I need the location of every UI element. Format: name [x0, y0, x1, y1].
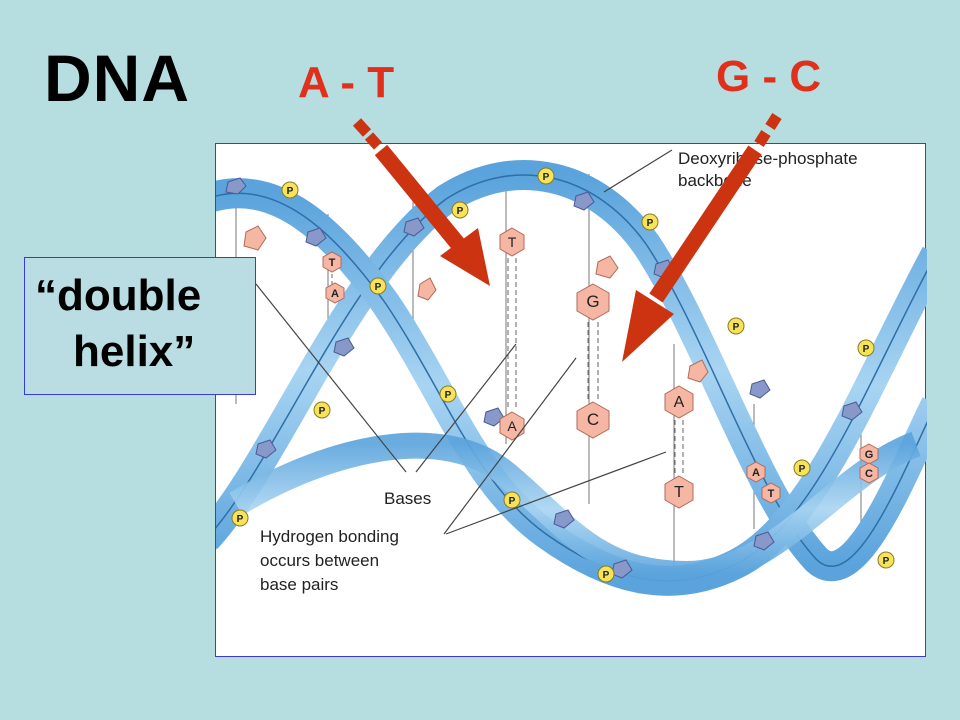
page-title: DNA [44, 41, 190, 115]
callout-text-line1: double [57, 271, 202, 320]
label-hbond-line2: occurs between [260, 551, 379, 570]
label-hbond-line1: Hydrogen bonding [260, 527, 399, 546]
base-label-bottom: T [768, 488, 775, 500]
phosphate-label: P [457, 206, 464, 217]
base-partial [595, 255, 619, 279]
callout-close-quote: ” [173, 327, 196, 376]
base-label-bottom: A [331, 288, 339, 300]
pair-label-at: A - T [298, 58, 395, 107]
phosphate-label: P [287, 186, 294, 197]
base-label-top: G [586, 292, 599, 311]
ribbon-strand-lower [229, 431, 921, 588]
base-partial [243, 225, 267, 251]
phosphate-label: P [509, 496, 516, 507]
callout-line1: “double [35, 268, 201, 324]
pair-label-gc: G - C [716, 52, 822, 101]
phosphate-label: P [647, 218, 654, 229]
phosphate-label: P [445, 390, 452, 401]
arrow-gc [622, 113, 782, 362]
base-label-top: T [508, 234, 517, 250]
base-label-bottom: T [674, 484, 684, 501]
label-leader-lines [255, 149, 673, 535]
base-partial [417, 277, 437, 301]
phosphate-groups: P P P P P P P P P P P P P P [231, 167, 895, 583]
base-label-top: T [329, 257, 336, 269]
double-helix-callout: “double helix” [24, 257, 256, 395]
sugar-groups [225, 177, 863, 579]
phosphate-label: P [543, 172, 550, 183]
base-label-bottom: C [587, 410, 599, 429]
dna-helix-figure: P P P P P P P P P P P P P P T A [215, 143, 927, 657]
label-bases: Bases [384, 489, 431, 508]
backbone-line-front [216, 192, 927, 582]
base-label-top: A [752, 467, 760, 479]
phosphate-label: P [375, 282, 382, 293]
phosphate-label: P [319, 406, 326, 417]
phosphate-label: P [603, 570, 610, 581]
phosphate-label: P [237, 514, 244, 525]
helix-diagram: P P P P P P P P P P P P P P T A [216, 149, 927, 596]
backbone-line-back [216, 174, 927, 568]
label-hbond-line3: base pairs [260, 575, 338, 594]
phosphate-label: P [733, 322, 740, 333]
callout-line2: helix” [73, 324, 195, 380]
callout-open-quote: “ [35, 271, 57, 320]
callout-text-line2: helix [73, 327, 174, 376]
base-label-top: A [674, 394, 685, 411]
phosphate-label: P [883, 556, 890, 567]
arrow-at [352, 118, 490, 286]
phosphate-label: P [863, 344, 870, 355]
label-backbone-line1: Deoxyribose-phosphate [678, 149, 858, 168]
base-label-bottom: A [507, 418, 517, 434]
base-partial [687, 359, 709, 383]
base-label-top: G [865, 449, 874, 461]
phosphate-label: P [799, 464, 806, 475]
base-label-bottom: C [865, 468, 873, 480]
base-pairs: T A G C A T [243, 225, 879, 509]
